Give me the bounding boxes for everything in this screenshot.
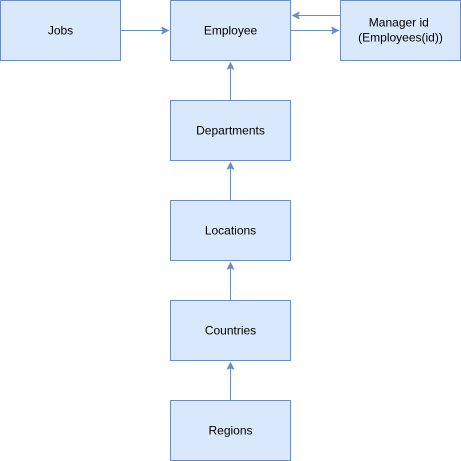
node-locations[interactable]: Locations (170, 200, 291, 261)
node-departments[interactable]: Departments (170, 100, 291, 161)
node-jobs-box[interactable] (0, 0, 121, 61)
node-regions-box[interactable] (170, 400, 291, 461)
node-countries-label: Countries (205, 324, 256, 338)
node-countries[interactable]: Countries (170, 300, 291, 361)
node-countries-box[interactable] (170, 300, 291, 361)
node-manager[interactable]: Manager id (Employees(id)) (340, 0, 461, 61)
node-departments-label: Departments (196, 124, 265, 138)
node-manager-label-line1: Manager id (369, 16, 429, 30)
node-locations-box[interactable] (170, 200, 291, 261)
node-locations-label: Locations (205, 224, 256, 238)
node-manager-box[interactable] (340, 0, 461, 61)
node-employee-label: Employee (204, 24, 258, 38)
node-manager-label: Manager id (Employees(id)) (358, 16, 443, 45)
node-departments-box[interactable] (170, 100, 291, 161)
node-regions-label: Regions (208, 424, 252, 438)
node-manager-label-line2: (Employees(id)) (358, 31, 443, 45)
node-employee-box[interactable] (170, 0, 291, 61)
node-employee[interactable]: Employee (170, 0, 291, 61)
node-regions[interactable]: Regions (170, 400, 291, 461)
edges (120, 16, 341, 401)
node-jobs-label: Jobs (48, 24, 73, 38)
node-jobs[interactable]: Jobs (0, 0, 121, 61)
